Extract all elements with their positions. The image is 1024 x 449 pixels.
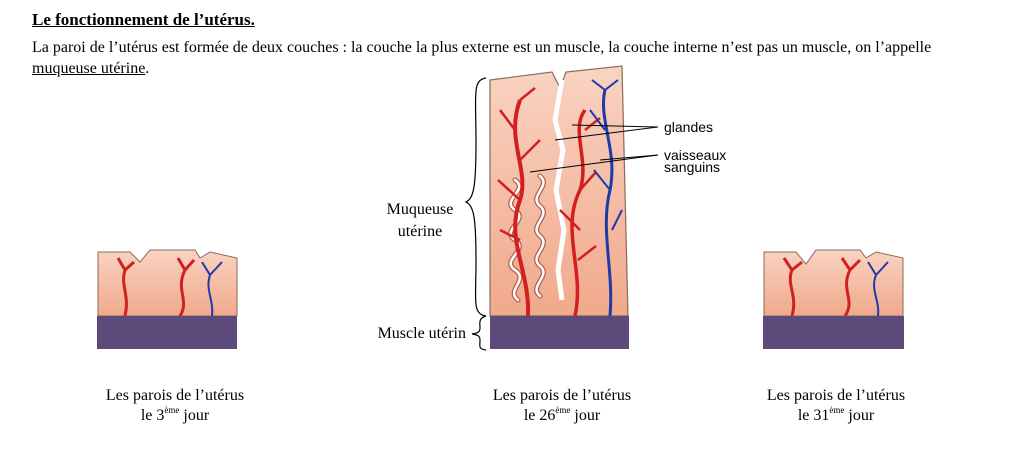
artery-day-31-b xyxy=(840,257,862,317)
artery-day-3-a xyxy=(116,257,135,317)
label-muqueuse: Muqueuse xyxy=(387,201,454,218)
vein-day-3 xyxy=(201,261,223,317)
caption-day-31: Les parois de l’utérus le 31ème jour xyxy=(706,386,966,426)
label-uterine: utérine xyxy=(398,223,442,240)
caption-day-26: Les parois de l’utérus le 26ème jour xyxy=(432,386,692,426)
leader-glandes-2 xyxy=(571,124,659,128)
intro-text: La paroi de l’utérus est formée de deux … xyxy=(32,39,932,56)
brace-mucosa xyxy=(464,77,487,317)
caption-day-26-line2: le 26ème jour xyxy=(523,405,601,425)
artery-main-right xyxy=(570,108,587,317)
wall-day-26: glandes vaisseaux sanguins Muqueuse utér… xyxy=(378,65,726,351)
label-glandes: glandes xyxy=(664,119,713,135)
caption-day-31-line2: le 31ème jour xyxy=(797,405,875,425)
wall-day-3 xyxy=(97,249,238,349)
caption-day-3-line2: le 3ème jour xyxy=(140,405,210,425)
artery-branches-right xyxy=(559,117,601,261)
brace-muscle xyxy=(471,315,487,351)
intro-text-end: . xyxy=(145,60,150,77)
gland-lumen xyxy=(552,79,567,301)
artery-day-31-a xyxy=(782,257,803,317)
label-sanguins: sanguins xyxy=(664,159,720,175)
gland-coil-mid-inner xyxy=(535,174,545,298)
leader-vaisseaux-1 xyxy=(529,154,659,173)
vein-day-31 xyxy=(867,261,889,317)
wall-day-31 xyxy=(763,249,904,349)
caption-day-31-line1: Les parois de l’utérus xyxy=(766,387,906,404)
vein-branches xyxy=(589,79,623,231)
leader-vaisseaux-2 xyxy=(599,154,659,161)
intro-underlined-term: muqueuse utérine xyxy=(32,60,146,77)
artery-day-3-b xyxy=(176,257,196,317)
caption-day-26-line1: Les parois de l’utérus xyxy=(492,387,632,404)
leader-glandes-1 xyxy=(554,126,659,141)
caption-day-3-line1: Les parois de l’utérus xyxy=(105,387,245,404)
caption-day-3: Les parois de l’utérus le 3ème jour xyxy=(45,386,305,426)
muscle-day-26 xyxy=(490,316,629,349)
vein-main xyxy=(602,89,614,317)
muscle-day-31 xyxy=(763,316,904,349)
label-muscle: Muscle utérin xyxy=(378,325,466,342)
artery-main-left xyxy=(513,99,531,317)
label-vaisseaux: vaisseaux xyxy=(664,147,726,163)
artery-branches-left xyxy=(497,87,541,242)
intro-paragraph: La paroi de l’utérus est formée de deux … xyxy=(32,37,992,79)
page-title: Le fonctionnement de l’utérus. xyxy=(32,10,255,29)
muscle-day-3 xyxy=(97,316,237,349)
